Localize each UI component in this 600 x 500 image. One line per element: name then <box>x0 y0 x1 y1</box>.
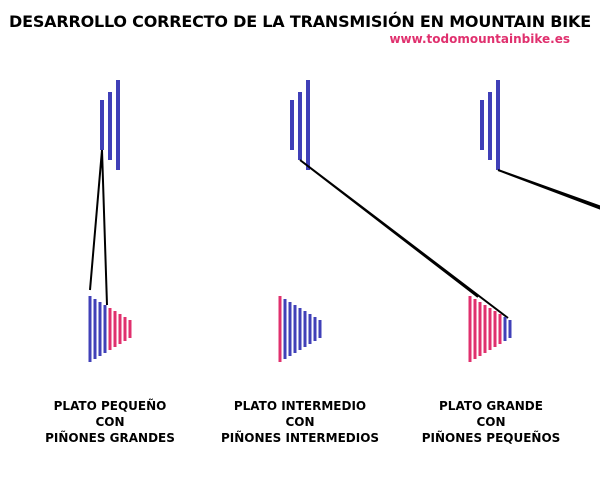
chain-line <box>89 149 108 306</box>
caption-line: PLATO GRANDE <box>439 399 543 413</box>
caption-line: PIÑONES PEQUEÑOS <box>421 431 561 445</box>
caption-line: CON <box>285 415 315 429</box>
website-url[interactable]: www.todomountainbike.es <box>389 32 570 46</box>
caption-line: PLATO INTERMEDIO <box>233 399 367 413</box>
drivetrain-config <box>88 80 132 362</box>
caption-line: PLATO PEQUEÑO <box>53 399 167 413</box>
caption-line: PIÑONES INTERMEDIOS <box>220 431 380 445</box>
chain-line <box>497 169 600 210</box>
drivetrain-config <box>468 80 600 362</box>
drivetrain-config <box>278 80 509 362</box>
caption-large-chainring: PLATO GRANDE CON PIÑONES PEQUEÑOS <box>401 398 581 446</box>
caption-line: CON <box>95 415 125 429</box>
caption-line: CON <box>476 415 506 429</box>
diagram-title: DESARROLLO CORRECTO DE LA TRANSMISIÓN EN… <box>9 12 591 31</box>
caption-line: PIÑONES GRANDES <box>45 431 175 445</box>
caption-small-chainring: PLATO PEQUEÑO CON PIÑONES GRANDES <box>20 398 200 446</box>
caption-middle-chainring: PLATO INTERMEDIO CON PIÑONES INTERMEDIOS <box>210 398 390 446</box>
chain-line <box>299 159 509 319</box>
